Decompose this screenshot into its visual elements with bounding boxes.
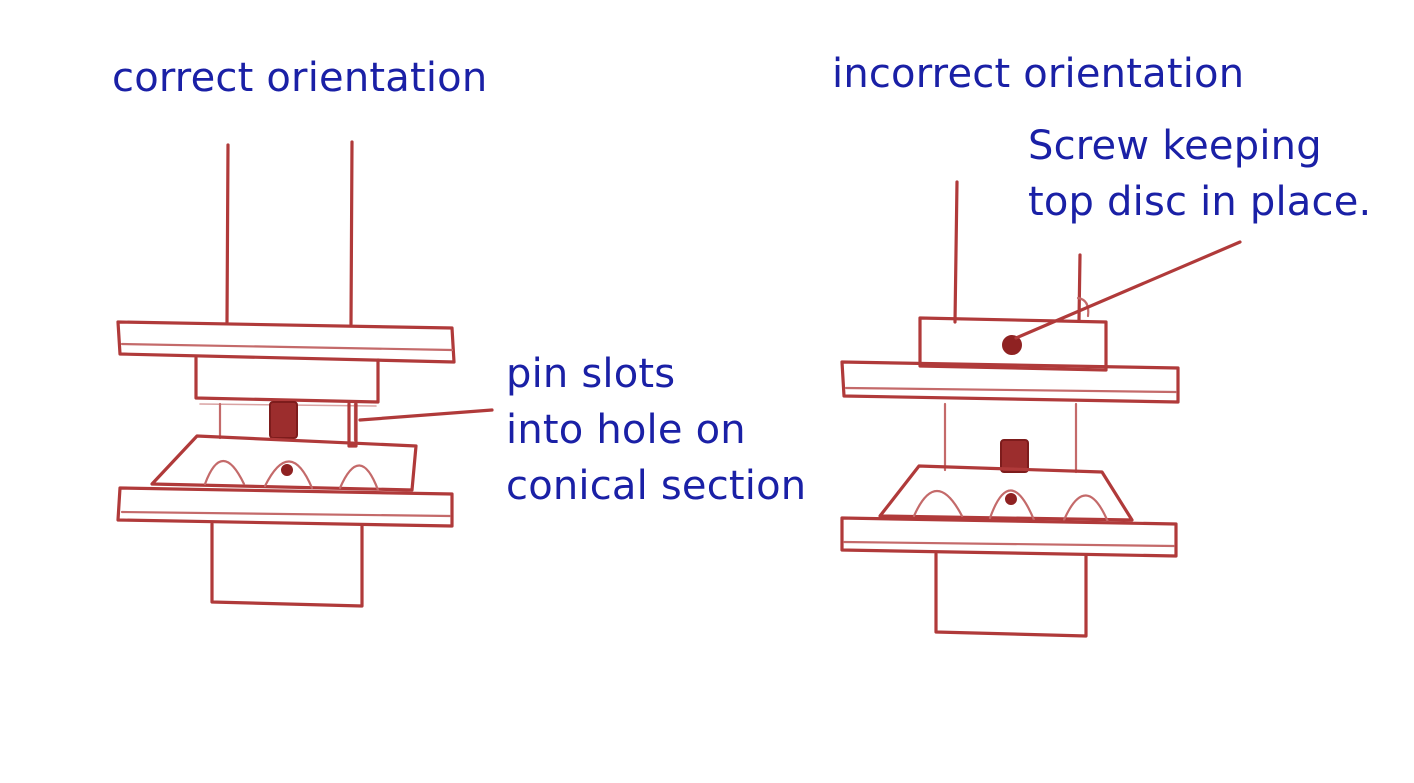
conical-section-incorrect	[878, 464, 1134, 522]
pin-boss-incorrect	[1000, 439, 1029, 473]
screw-leader-line	[1014, 240, 1242, 340]
pin-callout: pin slots into hole on conical section	[506, 346, 806, 514]
left-rod-2	[349, 140, 354, 326]
lower-disc	[116, 486, 454, 528]
pin-callout-line-2: into hole on	[506, 407, 746, 453]
incorrect-assembly	[840, 180, 1242, 638]
pin-boss	[269, 401, 298, 439]
left-rod-1	[225, 143, 230, 324]
pin-callout-line-3: conical section	[506, 463, 807, 509]
incorrect-orientation-title: incorrect orientation	[832, 51, 1245, 97]
right-rod-1	[953, 180, 959, 324]
top-hub	[194, 356, 380, 404]
top-disc-incorrect	[840, 360, 1180, 404]
screw-callout: Screw keeping top disc in place.	[1028, 118, 1371, 230]
lower-disc-incorrect	[840, 516, 1178, 558]
pin-leader-line	[358, 408, 494, 422]
base-block	[210, 522, 364, 608]
screw-callout-line-2: top disc in place.	[1028, 179, 1372, 225]
top-disc	[116, 320, 456, 364]
screw	[1002, 335, 1022, 355]
top-hub-block	[918, 316, 1108, 372]
conical-section	[150, 434, 418, 492]
base-block-incorrect	[934, 552, 1088, 638]
pin-callout-line-1: pin slots	[506, 351, 676, 397]
pin	[347, 402, 358, 448]
right-rod-2	[1077, 253, 1082, 322]
cone-hole	[281, 464, 293, 476]
correct-orientation-title: correct orientation	[112, 55, 488, 101]
cone-hole-incorrect	[1005, 493, 1017, 505]
screw-callout-line-1: Screw keeping	[1028, 123, 1322, 169]
correct-assembly	[116, 140, 494, 608]
